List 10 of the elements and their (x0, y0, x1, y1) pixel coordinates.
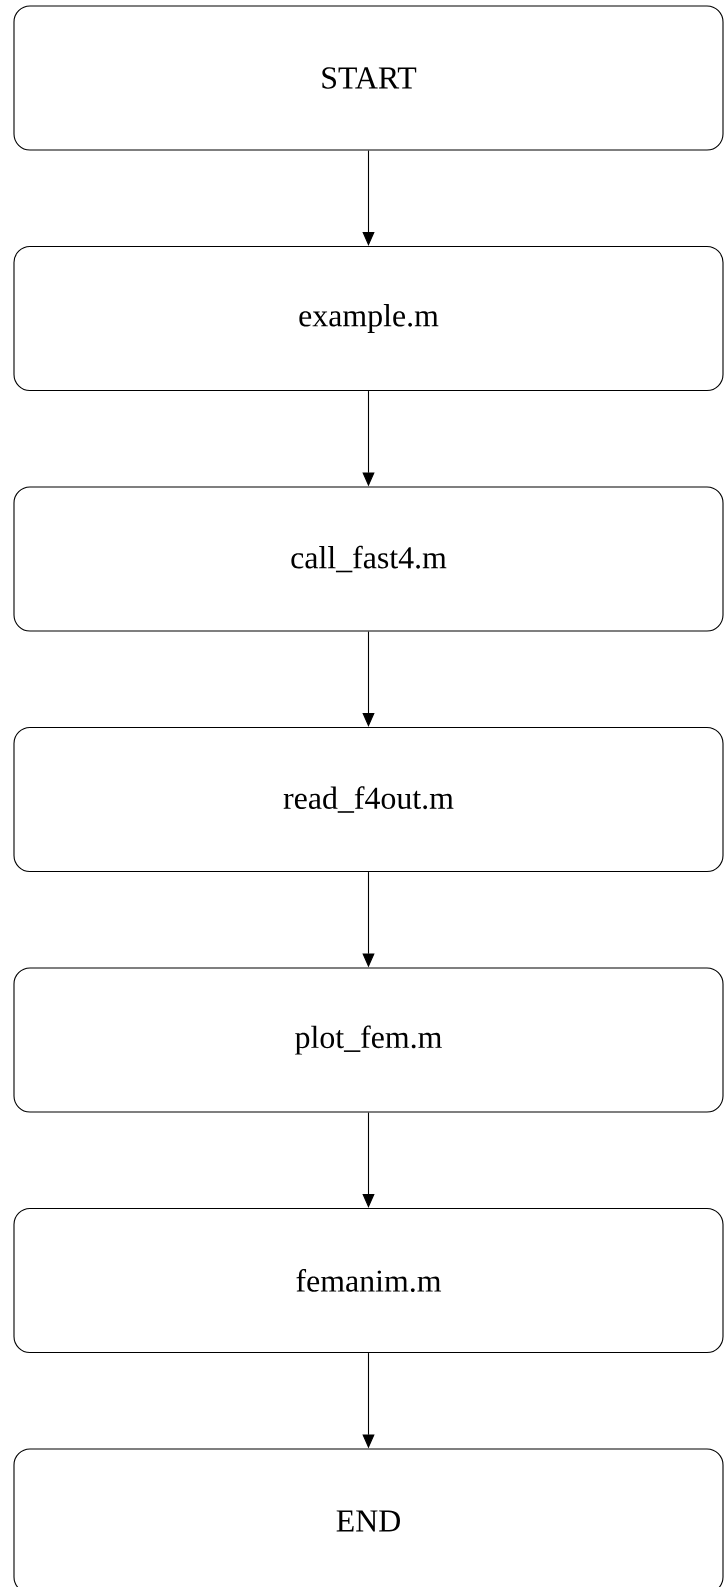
arrow (362, 150, 375, 246)
arrow (362, 1112, 375, 1208)
arrow (362, 631, 375, 727)
process-box: END (13, 1448, 724, 1587)
process-box: call_fast4.m (13, 486, 724, 632)
process-box: START (13, 5, 724, 151)
process-box: read_f4out.m (13, 726, 724, 873)
process-box: plot_fem.m (13, 967, 724, 1113)
process-box: example.m (13, 245, 724, 392)
process-box: femanim.m (13, 1207, 724, 1354)
